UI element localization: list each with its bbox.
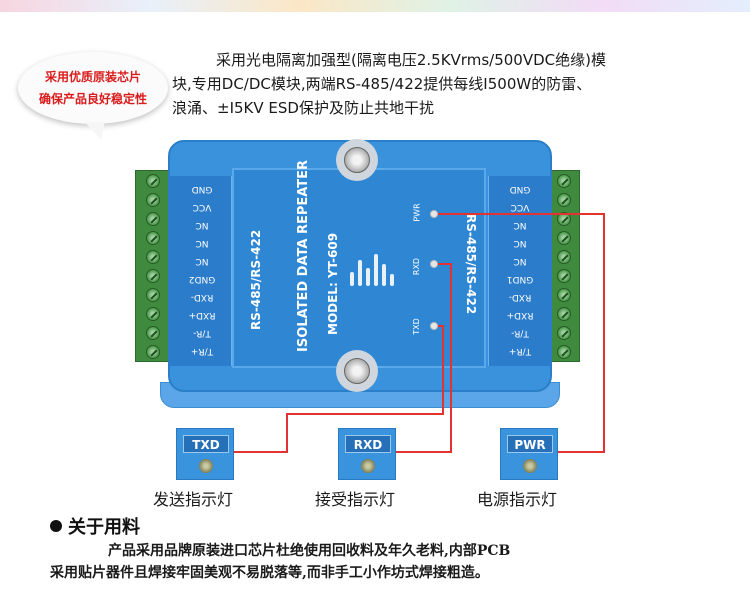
intro-line-3: 浪涌、±I5KV ESD保护及防止共地干扰 bbox=[172, 99, 434, 117]
indicator-pwr-tag: PWR bbox=[507, 435, 553, 453]
indicator-rxd-tag: RXD bbox=[345, 435, 391, 453]
pin-label: VCC bbox=[510, 202, 530, 212]
top-mount-screw-icon bbox=[344, 147, 370, 173]
speech-bubble: 采用优质原装芯片 确保产品良好稳定性 bbox=[18, 52, 168, 124]
terminal-screw-icon bbox=[146, 174, 160, 188]
module-model: MODEL: YT-609 bbox=[326, 232, 340, 335]
terminal-screw-icon bbox=[557, 288, 571, 302]
intro-paragraph: 采用光电隔离加强型(隔离电压2.5KVrms/500VDC绝缘)模 块,专用DC… bbox=[172, 48, 712, 120]
terminal-screw-icon bbox=[146, 269, 160, 283]
wire-pwr-h bbox=[438, 213, 604, 215]
led-pwr bbox=[430, 210, 438, 218]
pin-label: T/R- bbox=[511, 328, 529, 338]
pin-label: RXD- bbox=[190, 292, 214, 302]
intro-line-1: 采用光电隔离加强型(隔离电压2.5KVrms/500VDC绝缘)模 bbox=[216, 51, 606, 69]
bullet-icon bbox=[50, 520, 62, 532]
materials-heading: 关于用料 bbox=[50, 513, 140, 539]
terminal-screw-icon bbox=[146, 307, 160, 321]
materials-paragraph: 产品采用品牌原装进口芯片杜绝使用回收料及年久老料,内部PCB 采用贴片器件且焊接… bbox=[50, 540, 730, 584]
pin-label: RXD+ bbox=[188, 310, 216, 320]
pin-label: GND2 bbox=[188, 274, 216, 284]
right-interface-label: RS-485/RS-422 bbox=[464, 214, 478, 315]
materials-line-1: 产品采用品牌原装进口芯片杜绝使用回收料及年久老料,内部PCB bbox=[108, 543, 511, 559]
pin-label: NC bbox=[195, 220, 209, 230]
pin-label: NC bbox=[195, 238, 209, 248]
module-right-panel bbox=[488, 176, 552, 366]
terminal-screw-icon bbox=[146, 326, 160, 340]
materials-title: 关于用料 bbox=[68, 517, 140, 538]
led-label-rxd: RXD bbox=[412, 257, 422, 276]
terminal-screw-icon bbox=[557, 250, 571, 264]
materials-line-2: 采用贴片器件且焊接牢固美观不易脱落等,而非手工小作坊式焊接粗造。 bbox=[50, 565, 489, 581]
indicator-rxd: RXD bbox=[338, 428, 396, 480]
pin-label: RXD- bbox=[508, 292, 532, 302]
pin-label: VCC bbox=[192, 202, 212, 212]
pin-label: NC bbox=[513, 238, 527, 248]
bubble-line-2: 确保产品良好稳定性 bbox=[38, 92, 147, 106]
indicator-txd: TXD bbox=[176, 428, 234, 480]
pin-label: NC bbox=[195, 256, 209, 266]
terminal-screw-icon bbox=[146, 193, 160, 207]
left-terminal-block bbox=[135, 170, 169, 362]
module-title: ISOLATED DATA REPEATER bbox=[296, 159, 311, 352]
wire-rxd-v bbox=[450, 263, 452, 453]
terminal-screw-icon bbox=[146, 250, 160, 264]
top-decor-stripe bbox=[0, 0, 750, 12]
pin-label: GND1 bbox=[506, 274, 534, 284]
led-txd bbox=[430, 322, 438, 330]
terminal-screw-icon bbox=[557, 231, 571, 245]
wire-pwr-v bbox=[603, 213, 605, 451]
indicator-txd-tag: TXD bbox=[183, 435, 229, 453]
pin-label: GND bbox=[191, 184, 213, 194]
led-label-pwr: PWR bbox=[412, 203, 422, 222]
wire-txd-v2 bbox=[286, 413, 288, 453]
bubble-line-1: 采用优质原装芯片 bbox=[44, 70, 141, 84]
wire-rxd-end bbox=[395, 451, 452, 453]
left-interface-label: RS-485/RS-422 bbox=[249, 229, 263, 330]
terminal-screw-icon bbox=[146, 288, 160, 302]
pin-label: RXD+ bbox=[506, 310, 534, 320]
wire-pwr-end bbox=[558, 451, 605, 453]
terminal-screw-icon bbox=[146, 345, 160, 359]
bottom-mount-screw-icon bbox=[344, 358, 370, 384]
intro-line-2: 块,专用DC/DC模块,两端RS-485/422提供每线I500W的防雷、 bbox=[172, 75, 592, 93]
terminal-screw-icon bbox=[146, 231, 160, 245]
wave-logo-icon bbox=[350, 246, 394, 286]
terminal-screw-icon bbox=[557, 193, 571, 207]
caption-txd: 发送指示灯 bbox=[153, 490, 234, 509]
caption-pwr: 电源指示灯 bbox=[477, 490, 558, 509]
terminal-screw-icon bbox=[557, 174, 571, 188]
wire-txd-h2 bbox=[288, 413, 444, 415]
led-rxd bbox=[430, 260, 438, 268]
module-left-panel bbox=[168, 176, 232, 366]
terminal-screw-icon bbox=[557, 212, 571, 226]
pin-label: GND bbox=[509, 184, 531, 194]
pin-label: T/R+ bbox=[190, 346, 214, 356]
led-label-txd: TXD bbox=[411, 318, 421, 335]
pin-label: T/R+ bbox=[508, 346, 532, 356]
terminal-screw-icon bbox=[146, 212, 160, 226]
caption-rxd: 接受指示灯 bbox=[315, 490, 396, 509]
wire-rxd-h bbox=[438, 263, 452, 265]
indicator-rxd-led-icon bbox=[361, 459, 375, 473]
pin-label: NC bbox=[513, 220, 527, 230]
terminal-screw-icon bbox=[557, 307, 571, 321]
wire-txd-end bbox=[234, 451, 288, 453]
indicator-pwr: PWR bbox=[500, 428, 558, 480]
terminal-screw-icon bbox=[557, 345, 571, 359]
indicator-txd-led-icon bbox=[199, 459, 213, 473]
terminal-screw-icon bbox=[557, 269, 571, 283]
wire-txd-h bbox=[438, 325, 444, 327]
pin-label: NC bbox=[513, 256, 527, 266]
indicator-pwr-led-icon bbox=[523, 459, 537, 473]
pin-label: T/R- bbox=[193, 328, 211, 338]
wire-txd-v bbox=[442, 325, 444, 415]
terminal-screw-icon bbox=[557, 326, 571, 340]
